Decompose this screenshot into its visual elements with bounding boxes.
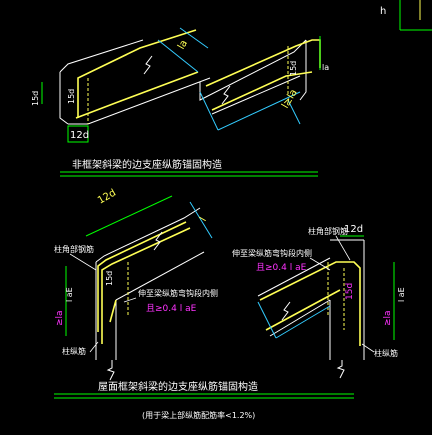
d3-column-bar-label: 柱纵筋	[62, 346, 86, 356]
diagram-1: la 15d 15d 12d	[31, 27, 211, 143]
caption-2-block: 屋面框架斜梁的边支座纵筋锚固构造 (用于梁上部纵筋配筋率<1.2%)	[54, 380, 354, 420]
d2-15d-label: 15d	[289, 61, 298, 76]
caption-2-sub: (用于梁上部纵筋配筋率<1.2%)	[142, 410, 255, 420]
d4-column-bar-label: 柱纵筋	[374, 348, 398, 358]
diagram-4: 柱角部钢筋 12d 伸至梁纵筋弯钩段内侧 且≥0.4 l aE 15d ≥la …	[232, 224, 406, 379]
d4-note-1: 伸至梁纵筋弯钩段内侧	[232, 248, 312, 258]
svg-text:l: l	[198, 216, 209, 224]
d3-column-corner-bars-label: 柱角部钢筋	[54, 244, 94, 254]
d1-12d-label: 12d	[70, 130, 89, 141]
d1-la-label: la	[176, 38, 190, 51]
d4-lae-label: l aE	[397, 287, 406, 302]
caption-1: 非框架斜梁的边支座纵筋锚固构造	[72, 158, 222, 171]
caption-1-block: 非框架斜梁的边支座纵筋锚固构造	[60, 158, 318, 177]
d1-15d-inner-label: 15d	[67, 89, 76, 104]
diagram-2: 15d la l≥la	[199, 36, 329, 131]
top-right-h-label: h	[380, 6, 386, 17]
d3-la-label: ≥la	[55, 310, 65, 326]
d2-la2-label: l≥la	[280, 88, 300, 111]
d2-la-label: la	[322, 63, 329, 72]
d4-15d-label: 15d	[345, 283, 355, 300]
top-right-fragment: h	[380, 0, 432, 31]
d1-15d-label: 15d	[31, 91, 40, 106]
caption-2: 屋面框架斜梁的边支座纵筋锚固构造	[98, 380, 258, 393]
d4-12d-label: 12d	[344, 224, 363, 235]
d4-column-corner-bars-label: 柱角部钢筋	[308, 226, 348, 236]
d4-la-label: ≥la	[383, 310, 393, 326]
d3-lae-label: l aE	[65, 287, 74, 302]
d3-note-1: 伸至梁纵筋弯钩段内侧	[138, 288, 218, 298]
d3-15d-label: 15d	[105, 271, 114, 286]
d4-note-2: 且≥0.4 l aE	[256, 262, 307, 273]
d3-note-2: 且≥0.4 l aE	[146, 303, 197, 314]
d3-12d-label: 12d	[96, 188, 118, 207]
diagram-3: 12d l 柱角部钢筋 ≥la l aE 15d 伸至梁纵筋弯钩段内侧 且≥0.…	[54, 188, 218, 381]
